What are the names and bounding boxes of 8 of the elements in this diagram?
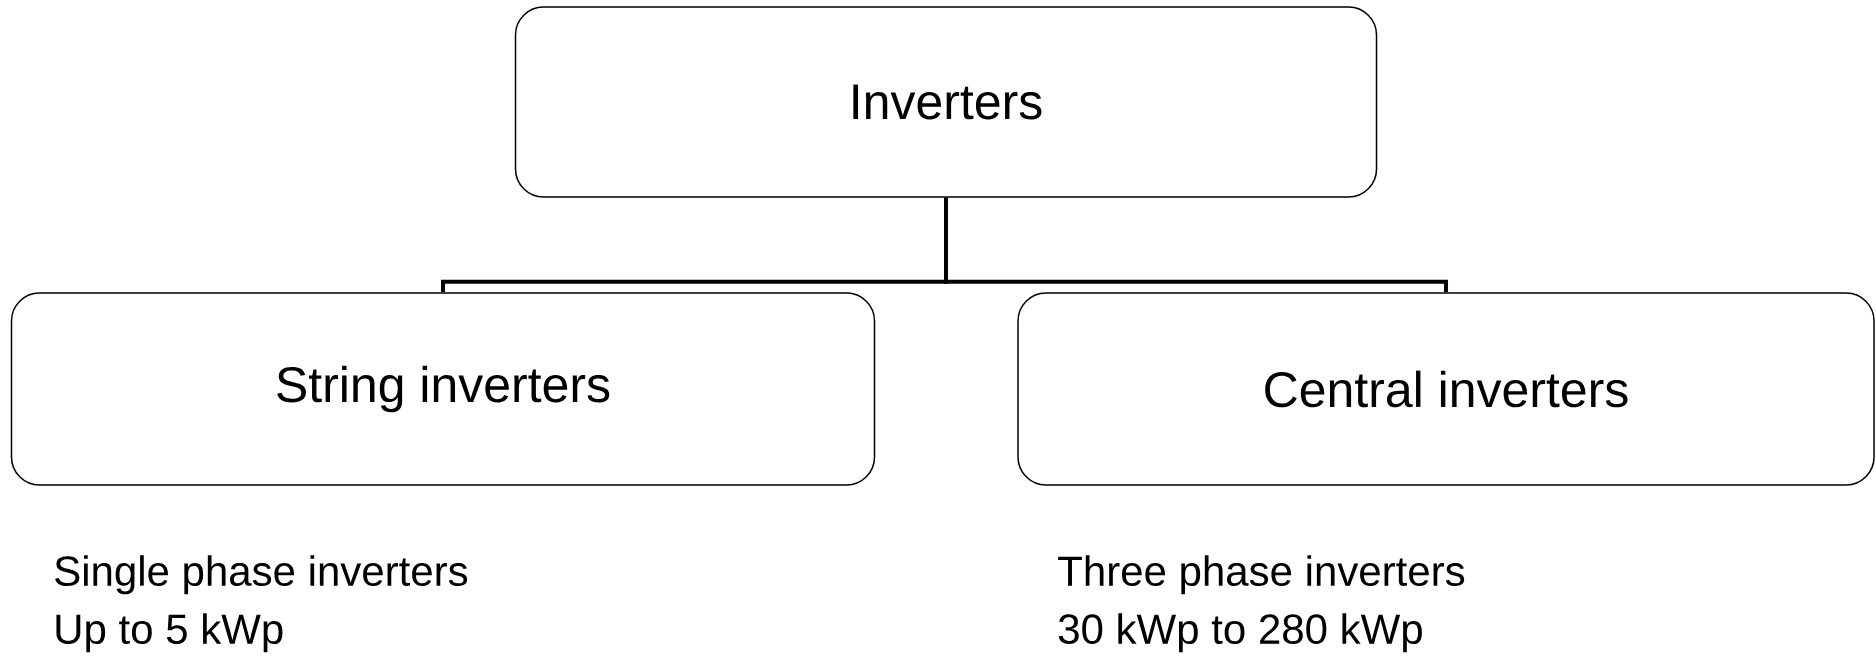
note-text: 30 kWp to 280 kWp xyxy=(1058,613,1422,653)
note-text: Three phase inverters xyxy=(1058,555,1465,595)
note-text: Single phase inverters xyxy=(55,555,468,595)
note-text: Up to 5 kWp xyxy=(56,613,283,653)
category-box: Inverters xyxy=(514,6,1378,198)
category-box: Central inverters xyxy=(1017,292,1875,486)
connector-line xyxy=(944,197,1448,293)
category-box: String inverters xyxy=(10,292,876,486)
